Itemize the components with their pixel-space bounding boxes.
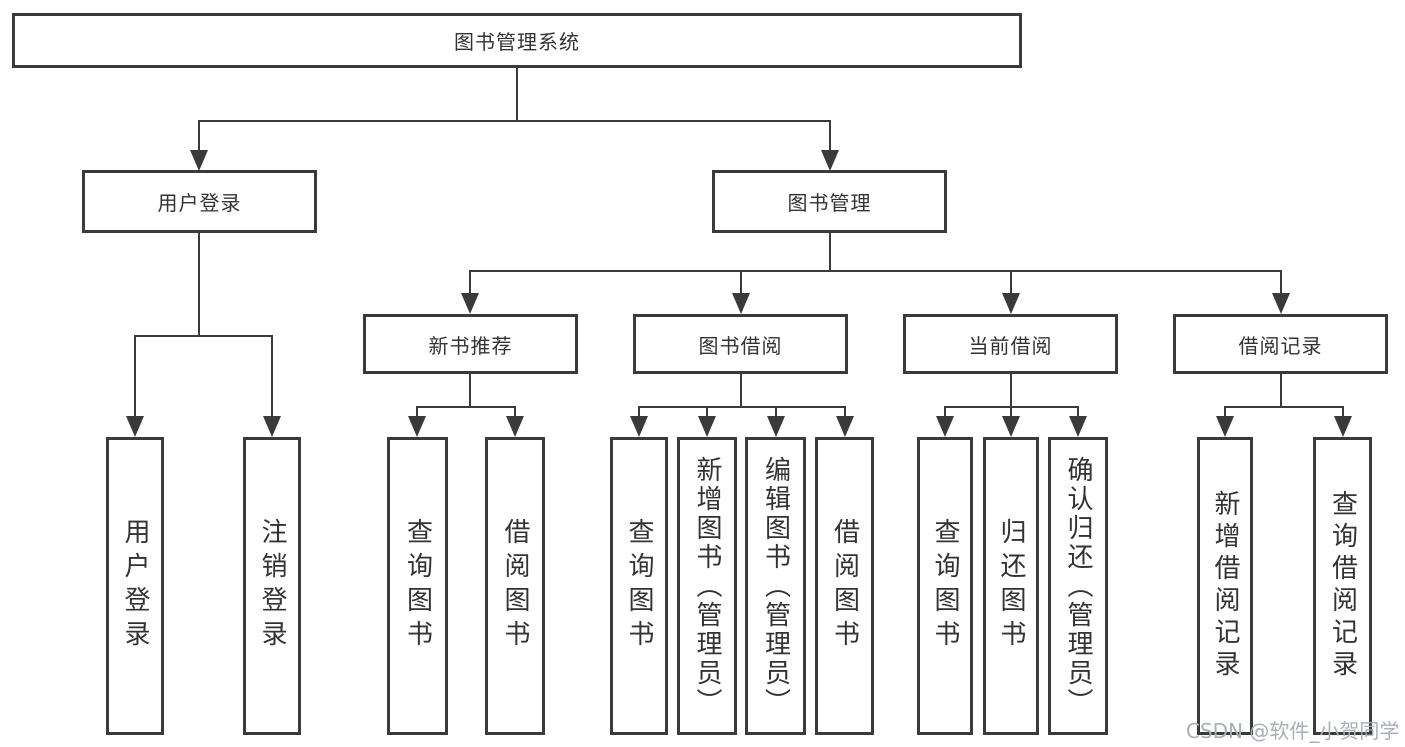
node-user-login: 用户登录 (82, 170, 317, 233)
leaf-user-login: 用户登录 (106, 437, 164, 735)
connector-line (740, 270, 742, 295)
leaf-label: 归还图书 (996, 518, 1026, 654)
connector-line (706, 406, 708, 419)
connector-line (740, 374, 742, 408)
arrow-down-icon (1334, 416, 1352, 437)
connector-line (829, 120, 831, 151)
arrow-down-icon (461, 293, 479, 314)
connector-line (416, 406, 418, 419)
leaf-label: 借阅图书 (829, 518, 860, 654)
leaf-label: 查询图书 (624, 518, 654, 654)
connector-line (1280, 270, 1282, 295)
arrow-down-icon (1272, 293, 1290, 314)
leaf-return-books: 归还图书 (983, 437, 1039, 735)
arrow-down-icon (1002, 293, 1020, 314)
connector-line (1077, 406, 1079, 419)
connector-line (514, 406, 516, 419)
leaf-label: 查询借阅记录 (1327, 490, 1358, 682)
connector-line (198, 120, 200, 151)
leaf-query-books-2: 查询图书 (610, 437, 668, 735)
connector-line (470, 270, 1282, 272)
leaf-label: 查询图书 (402, 518, 433, 654)
connector-line (1010, 374, 1012, 408)
arrow-down-icon (732, 293, 750, 314)
leaf-label: 编辑图书（管理员） (760, 455, 791, 717)
leaf-confirm-return-admin: 确认归还（管理员） (1048, 437, 1108, 735)
watermark: CSDN @软件_小贺同学 (1186, 719, 1400, 743)
connector-line (198, 233, 200, 337)
arrow-down-icon (263, 416, 281, 437)
connector-line (1225, 406, 1344, 408)
connector-line (1010, 406, 1012, 419)
leaf-borrow-books-2: 借阅图书 (815, 437, 874, 735)
arrow-down-icon (1069, 416, 1087, 437)
arrow-down-icon (126, 416, 144, 437)
arrow-down-icon (698, 416, 716, 437)
node-borrowing-records: 借阅记录 (1173, 314, 1388, 374)
arrow-down-icon (936, 416, 954, 437)
leaf-label: 新增借阅记录 (1210, 490, 1240, 682)
arrow-down-icon (821, 150, 839, 171)
connector-line (844, 406, 846, 419)
leaf-label: 查询图书 (930, 518, 960, 654)
arrow-down-icon (506, 416, 524, 437)
leaf-add-borrow-record: 新增借阅记录 (1197, 437, 1253, 735)
connector-line (1342, 406, 1344, 419)
arrow-down-icon (767, 416, 785, 437)
connector-line (944, 406, 946, 419)
connector-line (417, 406, 516, 408)
arrow-down-icon (836, 416, 854, 437)
leaf-label: 用户登录 (120, 518, 150, 654)
connector-line (639, 406, 846, 408)
node-root: 图书管理系统 (12, 13, 1022, 68)
leaf-query-books-1: 查询图书 (387, 437, 448, 735)
connector-line (1280, 374, 1282, 408)
arrow-down-icon (408, 416, 426, 437)
node-new-book-recommend: 新书推荐 (363, 314, 578, 374)
leaf-edit-books-admin: 编辑图书（管理员） (745, 437, 806, 735)
connector-line (516, 68, 518, 120)
arrow-down-icon (1216, 416, 1234, 437)
leaf-add-books-admin: 新增图书（管理员） (677, 437, 737, 735)
connector-line (1224, 406, 1226, 419)
connector-line (198, 120, 831, 122)
connector-line (638, 406, 640, 419)
leaf-label: 注销登录 (257, 518, 287, 654)
node-book-management: 图书管理 (712, 170, 947, 233)
leaf-label: 新增图书（管理员） (692, 455, 722, 717)
connector-line (134, 335, 273, 337)
connector-line (134, 335, 136, 418)
connector-line (1010, 270, 1012, 295)
node-current-borrowing: 当前借阅 (903, 314, 1118, 374)
leaf-label: 确认归还（管理员） (1063, 455, 1093, 717)
leaf-borrow-books-1: 借阅图书 (485, 437, 545, 735)
leaf-query-borrow-record: 查询借阅记录 (1313, 437, 1372, 735)
connector-line (775, 406, 777, 419)
connector-line (829, 233, 831, 272)
arrow-down-icon (190, 150, 208, 171)
arrow-down-icon (1002, 416, 1020, 437)
connector-line (469, 270, 471, 295)
connector-line (469, 374, 471, 408)
leaf-label: 借阅图书 (500, 518, 530, 654)
connector-line (945, 406, 1079, 408)
arrow-down-icon (630, 416, 648, 437)
leaf-logout: 注销登录 (243, 437, 301, 735)
connector-line (271, 335, 273, 418)
leaf-query-books-3: 查询图书 (917, 437, 973, 735)
node-book-borrowing: 图书借阅 (633, 314, 848, 374)
